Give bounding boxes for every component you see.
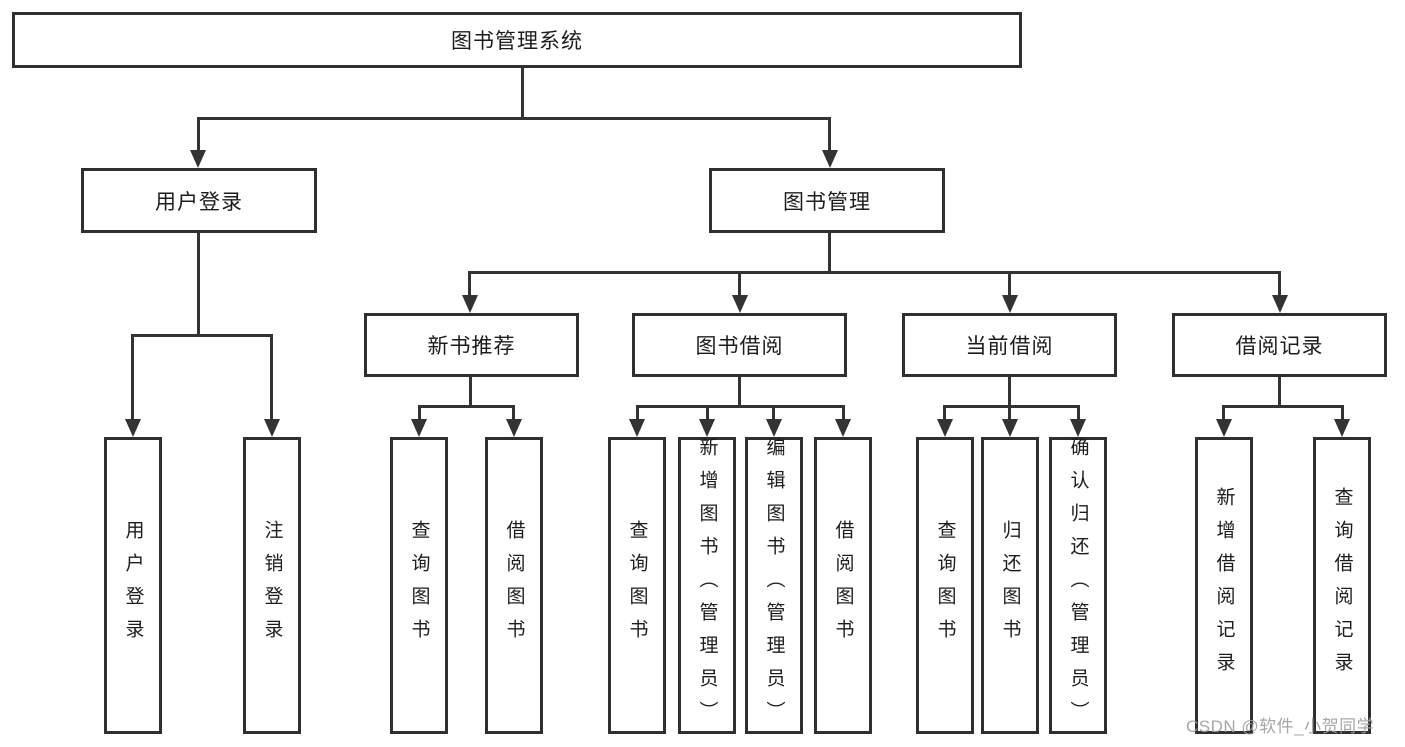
leaf-rec-query-books-label: 查询图书	[408, 519, 430, 652]
connector-current-hbar	[943, 405, 1080, 408]
leaf-bor-add-books-admin-label: 新增图书（管理员）	[696, 437, 718, 734]
node-new-book-recommend: 新书推荐	[364, 313, 579, 377]
connector-stem-borrow	[738, 271, 741, 297]
arrowhead-user-login	[190, 150, 206, 168]
arrowhead-bor-leaf2	[699, 419, 715, 437]
arrowhead-rec-leaf2	[506, 419, 522, 437]
connector-stem-rec-leaf1	[418, 405, 421, 421]
connector-mgmt-hbar	[468, 271, 1281, 274]
leaf-bor-query-books: 查询图书	[608, 437, 666, 734]
connector-current-vline	[1008, 377, 1011, 408]
arrowhead-cur-leaf3	[1070, 419, 1086, 437]
node-book-borrow: 图书借阅	[632, 313, 847, 377]
connector-login-vline	[197, 233, 200, 337]
leaf-add-borrow-record-label: 新增借阅记录	[1213, 486, 1235, 685]
connector-stem-bor-leaf2	[706, 405, 709, 421]
arrowhead-bor-leaf4	[835, 419, 851, 437]
leaf-rec-query-books: 查询图书	[390, 437, 448, 734]
connector-stem-book-mgmt	[828, 117, 831, 152]
connector-recommend-vline	[469, 377, 472, 408]
leaf-cur-return-books-label: 归还图书	[999, 519, 1021, 652]
connector-stem-bor-leaf3	[772, 405, 775, 421]
connector-mgmt-vline	[828, 233, 831, 274]
watermark: CSDN @软件_小贺同学	[1186, 717, 1375, 736]
connector-records-hbar	[1222, 405, 1344, 408]
connector-root-vline	[521, 67, 524, 119]
connector-records-vline	[1278, 377, 1281, 408]
leaf-bor-borrow-books: 借阅图书	[814, 437, 872, 734]
arrowhead-book-mgmt	[822, 150, 838, 168]
connector-stem-bor-leaf1	[636, 405, 639, 421]
leaf-cur-query-books-label: 查询图书	[934, 519, 956, 652]
arrowhead-rec-leaf1	[411, 419, 427, 437]
node-book-management-label: 图书管理	[783, 190, 871, 214]
node-root: 图书管理系统	[12, 12, 1022, 68]
connector-stem-recommend	[468, 271, 471, 297]
node-current-borrow-label: 当前借阅	[965, 335, 1054, 358]
arrowhead-records	[1272, 295, 1288, 313]
connector-stem-records	[1278, 271, 1281, 297]
connector-recommend-hbar	[418, 405, 515, 408]
leaf-logout-label: 注销登录	[261, 519, 283, 652]
connector-stem-login-leaf2	[270, 334, 273, 420]
node-book-borrow-label: 图书借阅	[695, 335, 784, 358]
leaf-bor-edit-books-admin: 编辑图书（管理员）	[745, 437, 803, 734]
connector-stem-recd-leaf2	[1341, 405, 1344, 421]
connector-stem-login-leaf1	[131, 334, 134, 420]
arrowhead-recd-leaf1	[1216, 419, 1232, 437]
connector-stem-cur-leaf1	[943, 405, 946, 421]
leaf-bor-edit-books-admin-label: 编辑图书（管理员）	[763, 437, 785, 734]
connector-borrow-vline	[738, 377, 741, 408]
leaf-rec-borrow-books-label: 借阅图书	[503, 519, 525, 652]
connector-login-hbar	[131, 334, 273, 337]
node-user-login: 用户登录	[81, 168, 317, 233]
leaf-rec-borrow-books: 借阅图书	[485, 437, 543, 734]
leaf-add-borrow-record: 新增借阅记录	[1195, 437, 1253, 734]
leaf-logout: 注销登录	[243, 437, 301, 734]
leaf-cur-confirm-return-admin-label: 确认归还（管理员）	[1067, 437, 1089, 734]
node-root-label: 图书管理系统	[451, 30, 583, 53]
leaf-cur-confirm-return-admin: 确认归还（管理员）	[1049, 437, 1107, 734]
leaf-query-borrow-record: 查询借阅记录	[1313, 437, 1371, 734]
node-borrow-records: 借阅记录	[1172, 313, 1387, 377]
leaf-bor-query-books-label: 查询图书	[626, 519, 648, 652]
connector-stem-rec-leaf2	[512, 405, 515, 421]
arrowhead-cur-leaf1	[937, 419, 953, 437]
arrowhead-current	[1002, 295, 1018, 313]
arrowhead-bor-leaf1	[629, 419, 645, 437]
connector-borrow-hbar	[636, 405, 845, 408]
arrowhead-recommend	[462, 295, 478, 313]
connector-stem-cur-leaf3	[1077, 405, 1080, 421]
connector-stem-current	[1008, 271, 1011, 297]
connector-stem-bor-leaf4	[842, 405, 845, 421]
leaf-bor-borrow-books-label: 借阅图书	[832, 519, 854, 652]
arrowhead-login-leaf1	[125, 419, 141, 437]
leaf-user-login: 用户登录	[104, 437, 162, 734]
node-user-login-label: 用户登录	[155, 190, 243, 214]
arrowhead-login-leaf2	[264, 419, 280, 437]
node-book-management: 图书管理	[709, 168, 945, 233]
leaf-cur-query-books: 查询图书	[916, 437, 974, 734]
node-new-book-recommend-label: 新书推荐	[427, 335, 516, 358]
leaf-cur-return-books: 归还图书	[981, 437, 1039, 734]
node-borrow-records-label: 借阅记录	[1235, 335, 1324, 358]
connector-root-hbar	[197, 117, 831, 120]
node-current-borrow: 当前借阅	[902, 313, 1117, 377]
arrowhead-recd-leaf2	[1334, 419, 1350, 437]
arrowhead-borrow	[732, 295, 748, 313]
leaf-query-borrow-record-label: 查询借阅记录	[1331, 486, 1353, 685]
arrowhead-bor-leaf3	[766, 419, 782, 437]
leaf-user-login-label: 用户登录	[122, 519, 144, 652]
leaf-bor-add-books-admin: 新增图书（管理员）	[678, 437, 736, 734]
connector-stem-cur-leaf2	[1008, 405, 1011, 421]
connector-stem-user-login	[197, 117, 200, 152]
arrowhead-cur-leaf2	[1002, 419, 1018, 437]
connector-stem-recd-leaf1	[1222, 405, 1225, 421]
